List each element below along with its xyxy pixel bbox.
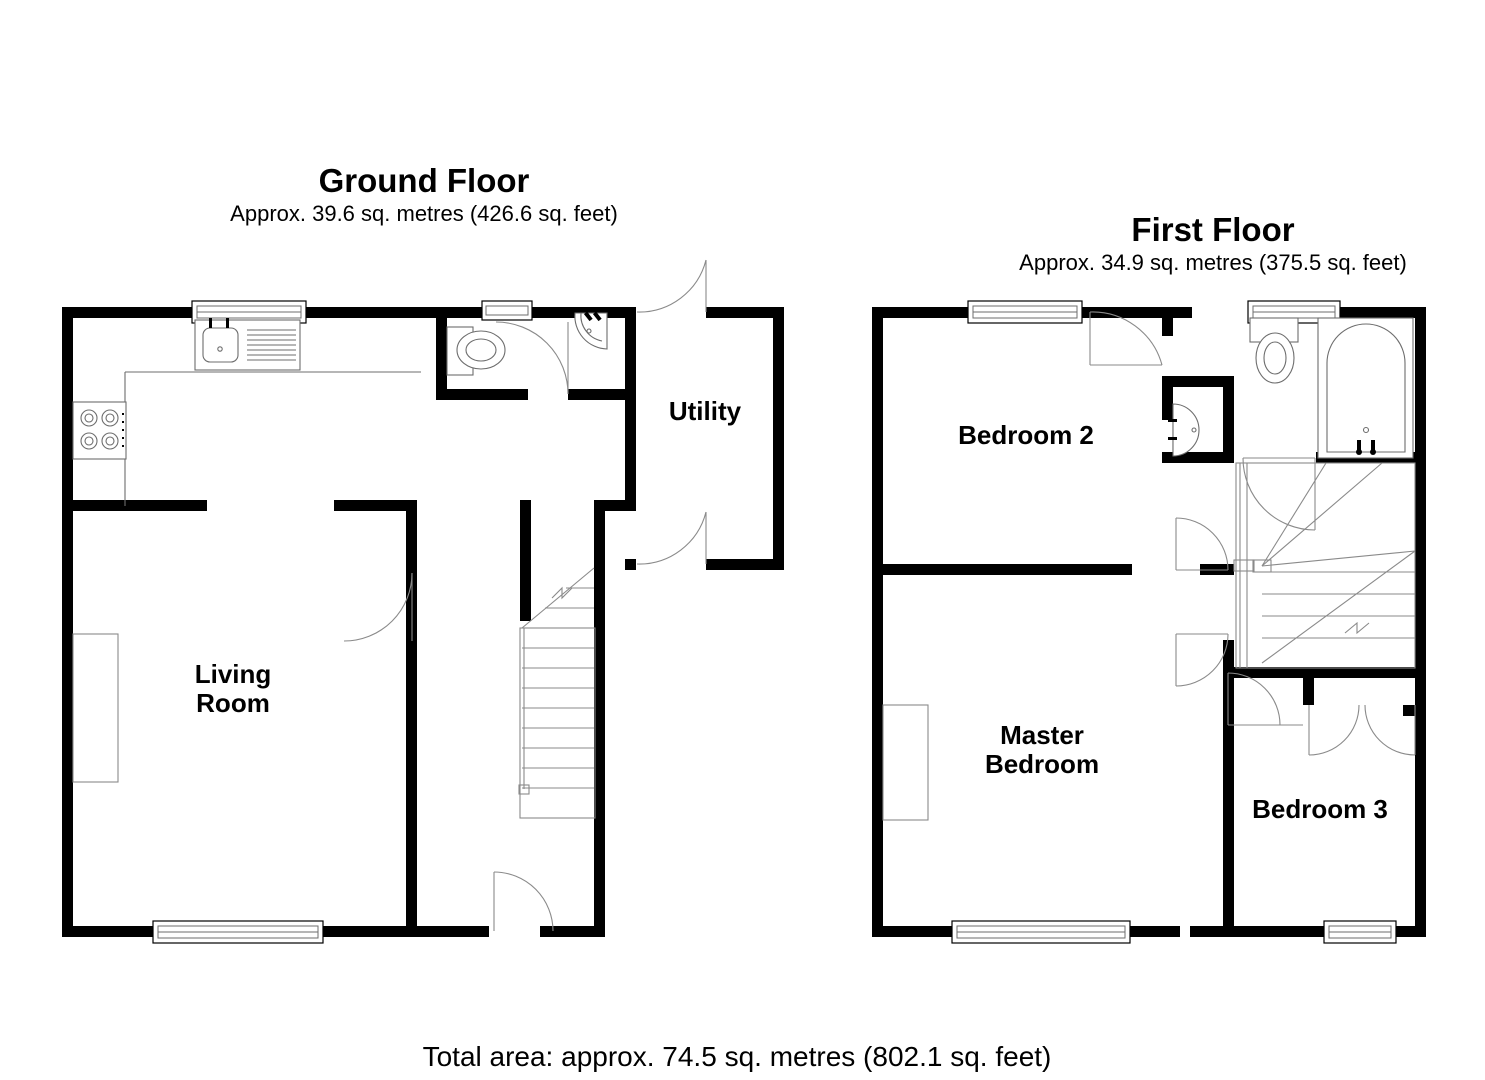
wall-utility-right <box>773 307 784 570</box>
bathroom-basin <box>1168 403 1200 457</box>
wall-exterior-bottom-b <box>321 926 489 937</box>
wall-exterior-bottom-c <box>540 926 605 937</box>
door-utility-bottom <box>636 511 707 565</box>
chimney-breast-master-bedroom <box>882 704 929 821</box>
wall-ff-bottom-b <box>1128 926 1180 937</box>
wall-kitchen-living-b <box>334 500 417 511</box>
first-floor-bathroom-fixtures <box>1168 317 1414 459</box>
window-bedroom3 <box>1323 920 1397 944</box>
room-label-utility: Utility <box>669 396 742 426</box>
room-label-master-bedroom-line2: Bedroom <box>985 749 1099 779</box>
wall-utility-top <box>706 307 784 318</box>
wall-ff-top-d <box>1338 307 1426 318</box>
wc-corner-basin <box>574 311 608 350</box>
wall-bed2-right-mid <box>1162 380 1173 420</box>
wall-exterior-bottom-a <box>62 926 155 937</box>
wall-stair-right <box>594 511 605 937</box>
wall-bed2-right-upper <box>1162 307 1173 336</box>
wall-ff-bottom-a <box>872 926 954 937</box>
wall-bathroom-div-top <box>1162 376 1234 387</box>
wall-landing-left-lower <box>1223 640 1234 678</box>
wc-toilet <box>446 326 506 376</box>
wall-exterior-top-b <box>304 307 436 318</box>
door-landing-upper <box>1175 517 1229 571</box>
wall-wc-bottom-a <box>436 389 528 400</box>
room-label-living-room-line2: Room <box>196 688 270 718</box>
total-area-label: Total area: approx. 74.5 sq. metres (802… <box>423 1041 1052 1072</box>
room-label-bedroom3: Bedroom 3 <box>1252 794 1388 824</box>
ground-floor-doors <box>343 259 707 932</box>
doors-bedroom3-cupboard <box>1308 704 1416 756</box>
wall-wc-bottom-b <box>568 389 636 400</box>
wall-kitchen-living-a <box>62 500 207 511</box>
wall-bed3-top-a <box>1223 667 1303 678</box>
wall-ff-top-c <box>1162 307 1192 318</box>
door-wc <box>495 321 569 395</box>
wall-wc-left <box>436 307 447 400</box>
first-floor-doors <box>1089 311 1416 756</box>
wall-hall-stub-top-b <box>594 500 636 511</box>
wall-bed3-top-b <box>1303 667 1426 678</box>
ground-floor-kitchen-fixtures <box>72 318 421 506</box>
wall-exterior-left <box>62 307 73 937</box>
bathroom-toilet <box>1249 317 1299 384</box>
room-label-master-bedroom-line1: Master <box>1000 720 1084 750</box>
wall-stair-left <box>520 511 531 621</box>
room-label-living-room-line1: Living <box>195 659 272 689</box>
wall-ff-top-a <box>872 307 970 318</box>
ground-floor-area: Approx. 39.6 sq. metres (426.6 sq. feet) <box>230 201 618 226</box>
wall-basin-recess-right <box>1223 376 1234 463</box>
door-bathroom <box>1242 457 1316 531</box>
wall-basin-recess-bottom <box>1162 452 1234 463</box>
door-bedroom2 <box>1089 311 1163 366</box>
first-floor-staircase <box>1233 462 1416 669</box>
window-kitchen <box>191 300 307 324</box>
ground-floor-windows <box>152 300 533 944</box>
wall-ff-exterior-right <box>1415 307 1426 937</box>
wall-bed2-master <box>872 564 1132 575</box>
wall-living-hall <box>406 511 417 937</box>
kitchen-sink-unit <box>194 318 301 371</box>
wall-bed3-cupboard-left <box>1303 667 1314 705</box>
first-floor-windows <box>951 300 1397 944</box>
wall-ff-top-b <box>1080 307 1162 318</box>
chimney-breast-living-room <box>72 633 119 783</box>
window-living-room <box>152 920 324 944</box>
wall-hall-utility-upper <box>625 307 636 511</box>
ground-floor-title: Ground Floor <box>319 162 530 199</box>
ground-floor-plan: Living Room Utility <box>62 259 784 944</box>
door-master-bedroom <box>1175 633 1229 687</box>
ground-floor-staircase <box>518 567 596 819</box>
door-front-entrance <box>493 871 554 932</box>
ground-floor-wc-fixtures <box>446 311 608 376</box>
window-master-bedroom <box>951 920 1131 944</box>
first-floor-title: First Floor <box>1131 211 1294 248</box>
kitchen-hob <box>72 401 127 460</box>
wall-living-hall-cap <box>406 500 417 511</box>
room-label-bedroom2: Bedroom 2 <box>958 420 1094 450</box>
wall-utility-bottom <box>706 559 784 570</box>
wall-ff-bottom-d <box>1394 926 1426 937</box>
first-floor-area: Approx. 34.9 sq. metres (375.5 sq. feet) <box>1019 250 1407 275</box>
door-living-room <box>343 572 413 642</box>
door-utility-top <box>636 259 707 313</box>
bathtub <box>1317 317 1414 459</box>
wall-hall-utility-lower <box>625 559 636 570</box>
wall-ff-exterior-left <box>872 307 883 937</box>
window-bedroom2 <box>967 300 1083 324</box>
door-bedroom3 <box>1227 672 1303 726</box>
ground-floor-walls <box>62 307 784 937</box>
wall-hall-stub-top <box>520 500 531 511</box>
wall-exterior-top-c <box>436 307 484 318</box>
wall-exterior-top-a <box>62 307 194 318</box>
wall-ff-bottom-c <box>1190 926 1326 937</box>
window-wc <box>481 300 533 321</box>
wall-master-bed3 <box>1223 667 1234 937</box>
first-floor-plan: Bedroom 2 Master Bedroom Bedroom 3 <box>872 300 1426 944</box>
